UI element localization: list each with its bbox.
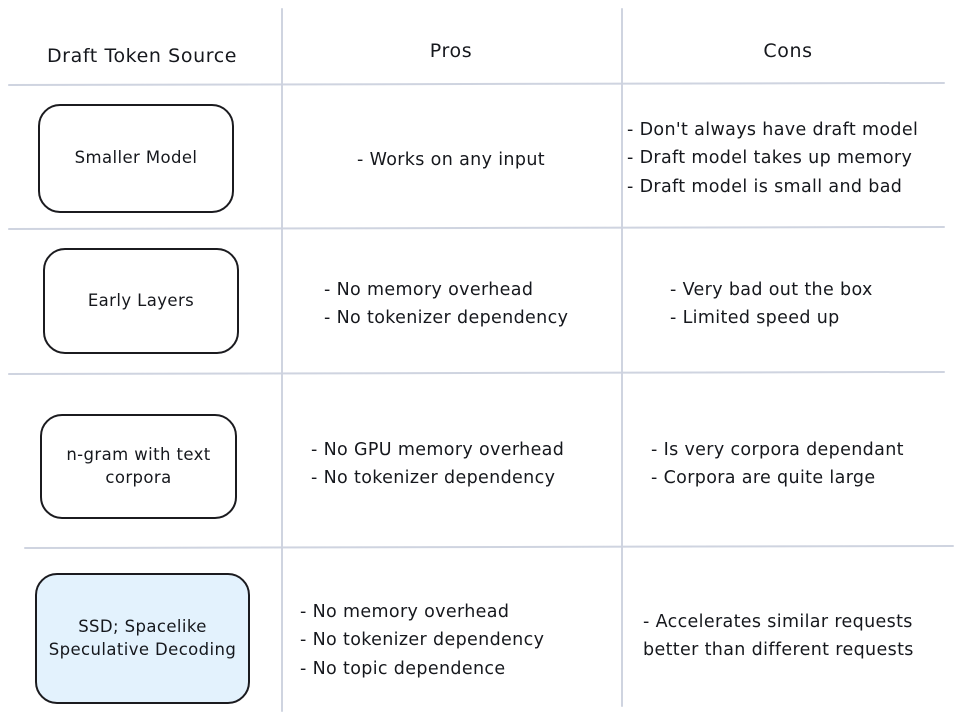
source-box-early-layers[interactable]: Early Layers [43,248,239,354]
pros-cell-row-2: - No memory overhead - No tokenizer depe… [324,280,569,329]
column-header-cons: Cons [763,40,813,62]
source-box-ngram-corpora[interactable]: n-gram with text corpora [40,414,237,519]
source-box-smaller-model[interactable]: Smaller Model [38,104,234,213]
column-divider-left [281,8,283,712]
cons-cell-row-4: - Accelerates similar requests better th… [643,612,914,661]
row-separator-rule-3 [23,544,955,550]
column-header-pros: Pros [429,40,473,62]
source-box-ssd[interactable]: SSD; Spacelike Speculative Decoding [35,573,250,704]
pros-cell-row-4: - No memory overhead - No tokenizer depe… [300,602,545,679]
cons-cell-row-3: - Is very corpora dependant - Corpora ar… [651,440,904,489]
header-separator-rule [7,81,946,87]
pros-cell-row-3: - No GPU memory overhead - No tokenizer … [311,440,565,489]
cons-cell-row-2: - Very bad out the box - Limited speed u… [670,280,873,329]
cons-cell-row-1: - Don't always have draft model - Draft … [627,120,919,197]
row-separator-rule-1 [7,225,946,231]
column-header-source: Draft Token Source [46,45,238,67]
column-divider-right [621,8,623,707]
row-separator-rule-2 [7,370,946,376]
pros-cell-row-1: - Works on any input [357,150,545,170]
